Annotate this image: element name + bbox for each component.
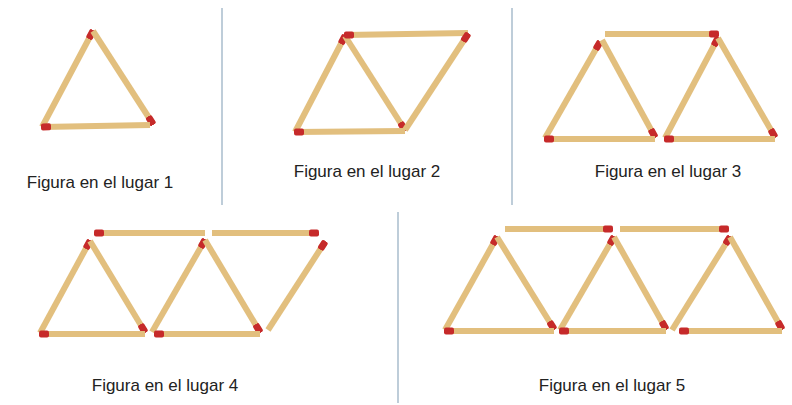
figure-caption: Figura en el lugar 3 xyxy=(595,162,741,182)
matchstick-figure xyxy=(42,31,153,127)
matchstick-figure xyxy=(40,233,325,334)
panel-divider xyxy=(222,8,512,403)
matchstick-figure xyxy=(295,33,468,132)
figure-caption: Figura en el lugar 1 xyxy=(27,173,173,193)
figure-caption: Figura en el lugar 2 xyxy=(294,162,440,182)
figure-caption: Figura en el lugar 4 xyxy=(92,376,238,396)
matchstick-figure xyxy=(445,229,782,331)
figure-caption: Figura en el lugar 5 xyxy=(539,376,685,396)
matchstick-figure xyxy=(545,34,775,139)
